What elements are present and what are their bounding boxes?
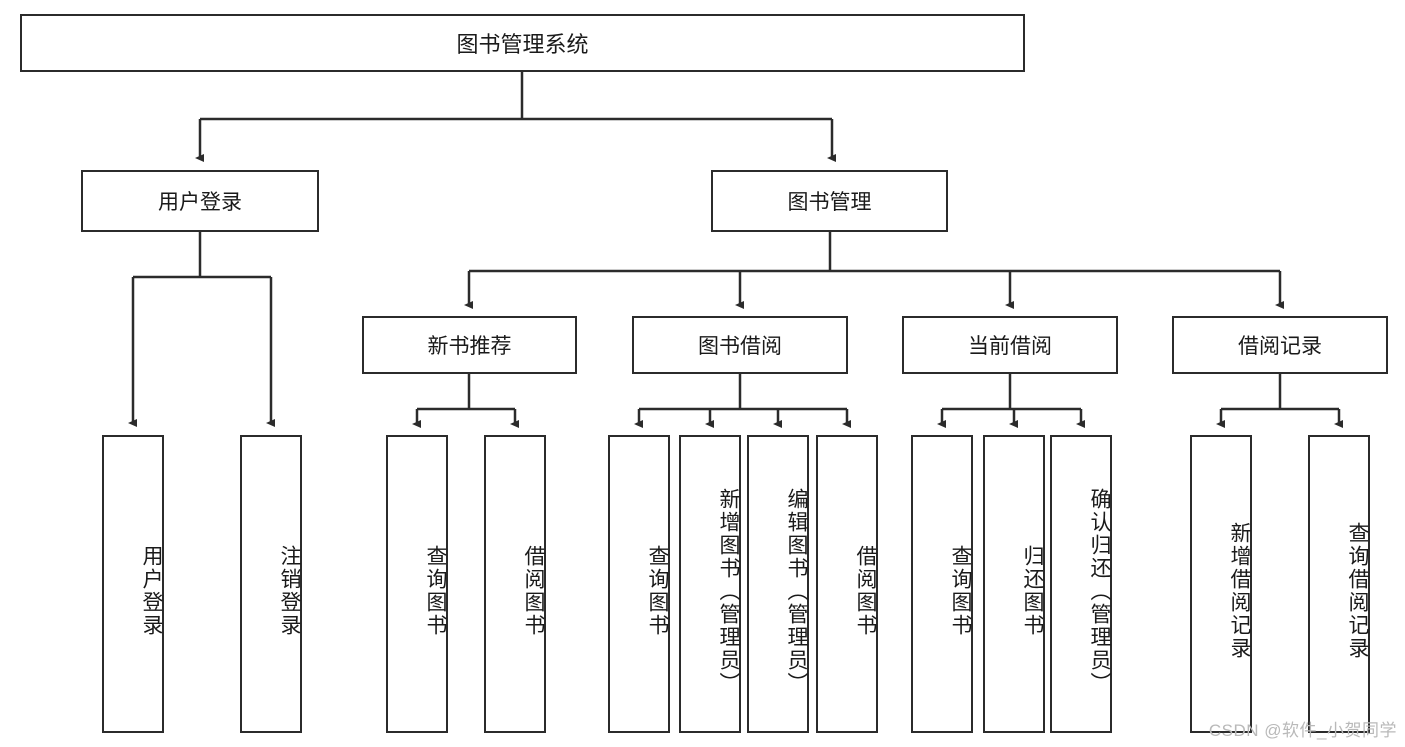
node-leaf-bb-edit-book[interactable]: 编辑图书（管理员）: [747, 435, 809, 733]
node-leaf-bb-add-book[interactable]: 新增图书（管理员）: [679, 435, 741, 733]
node-leaf-rec-borrow-book[interactable]: 借阅图书: [484, 435, 546, 733]
node-book-manage-label: 图书管理: [787, 191, 872, 214]
node-leaf-bb-query-book[interactable]: 查询图书: [608, 435, 670, 733]
watermark-text: CSDN @软件_小贺同学: [1208, 721, 1397, 740]
node-borrow-record-label: 借阅记录: [1238, 335, 1322, 358]
node-leaf-br-add-record[interactable]: 新增借阅记录: [1190, 435, 1252, 733]
node-leaf-user-login[interactable]: 用户登录: [102, 435, 164, 733]
node-leaf-bb-borrow-book[interactable]: 借阅图书: [816, 435, 878, 733]
node-leaf-cb-query-book-label: 查询图书: [949, 545, 972, 637]
node-leaf-bb-add-book-label: 新增图书（管理员）: [717, 487, 740, 695]
node-new-book-rec-label: 新书推荐: [427, 335, 512, 358]
node-root[interactable]: 图书管理系统: [20, 14, 1025, 72]
node-leaf-bb-query-book-label: 查询图书: [646, 545, 669, 637]
node-leaf-bb-edit-book-label: 编辑图书（管理员）: [785, 487, 808, 695]
node-root-label: 图书管理系统: [456, 32, 589, 57]
node-leaf-logout[interactable]: 注销登录: [240, 435, 302, 733]
node-leaf-cb-return-book-label: 归还图书: [1021, 545, 1044, 637]
node-leaf-bb-borrow-book-label: 借阅图书: [854, 545, 877, 637]
node-leaf-user-login-label: 用户登录: [140, 545, 163, 637]
node-leaf-cb-confirm-return[interactable]: 确认归还（管理员）: [1050, 435, 1112, 733]
node-book-borrow-label: 图书借阅: [698, 335, 782, 358]
node-leaf-rec-borrow-book-label: 借阅图书: [522, 545, 545, 637]
node-leaf-logout-label: 注销登录: [278, 545, 301, 637]
node-leaf-cb-query-book[interactable]: 查询图书: [911, 435, 973, 733]
node-new-book-rec[interactable]: 新书推荐: [362, 316, 577, 374]
node-book-borrow[interactable]: 图书借阅: [632, 316, 848, 374]
node-leaf-br-query-record[interactable]: 查询借阅记录: [1308, 435, 1370, 733]
node-leaf-br-add-record-label: 新增借阅记录: [1228, 522, 1251, 660]
node-leaf-rec-query-book[interactable]: 查询图书: [386, 435, 448, 733]
node-book-manage[interactable]: 图书管理: [711, 170, 948, 232]
node-current-borrow[interactable]: 当前借阅: [902, 316, 1118, 374]
node-user-login-label: 用户登录: [158, 191, 242, 214]
node-current-borrow-label: 当前借阅: [968, 335, 1052, 358]
node-leaf-cb-return-book[interactable]: 归还图书: [983, 435, 1045, 733]
node-leaf-cb-confirm-return-label: 确认归还（管理员）: [1088, 487, 1111, 695]
node-leaf-rec-query-book-label: 查询图书: [424, 545, 447, 637]
node-user-login[interactable]: 用户登录: [81, 170, 319, 232]
node-borrow-record[interactable]: 借阅记录: [1172, 316, 1388, 374]
node-leaf-br-query-record-label: 查询借阅记录: [1346, 522, 1369, 660]
